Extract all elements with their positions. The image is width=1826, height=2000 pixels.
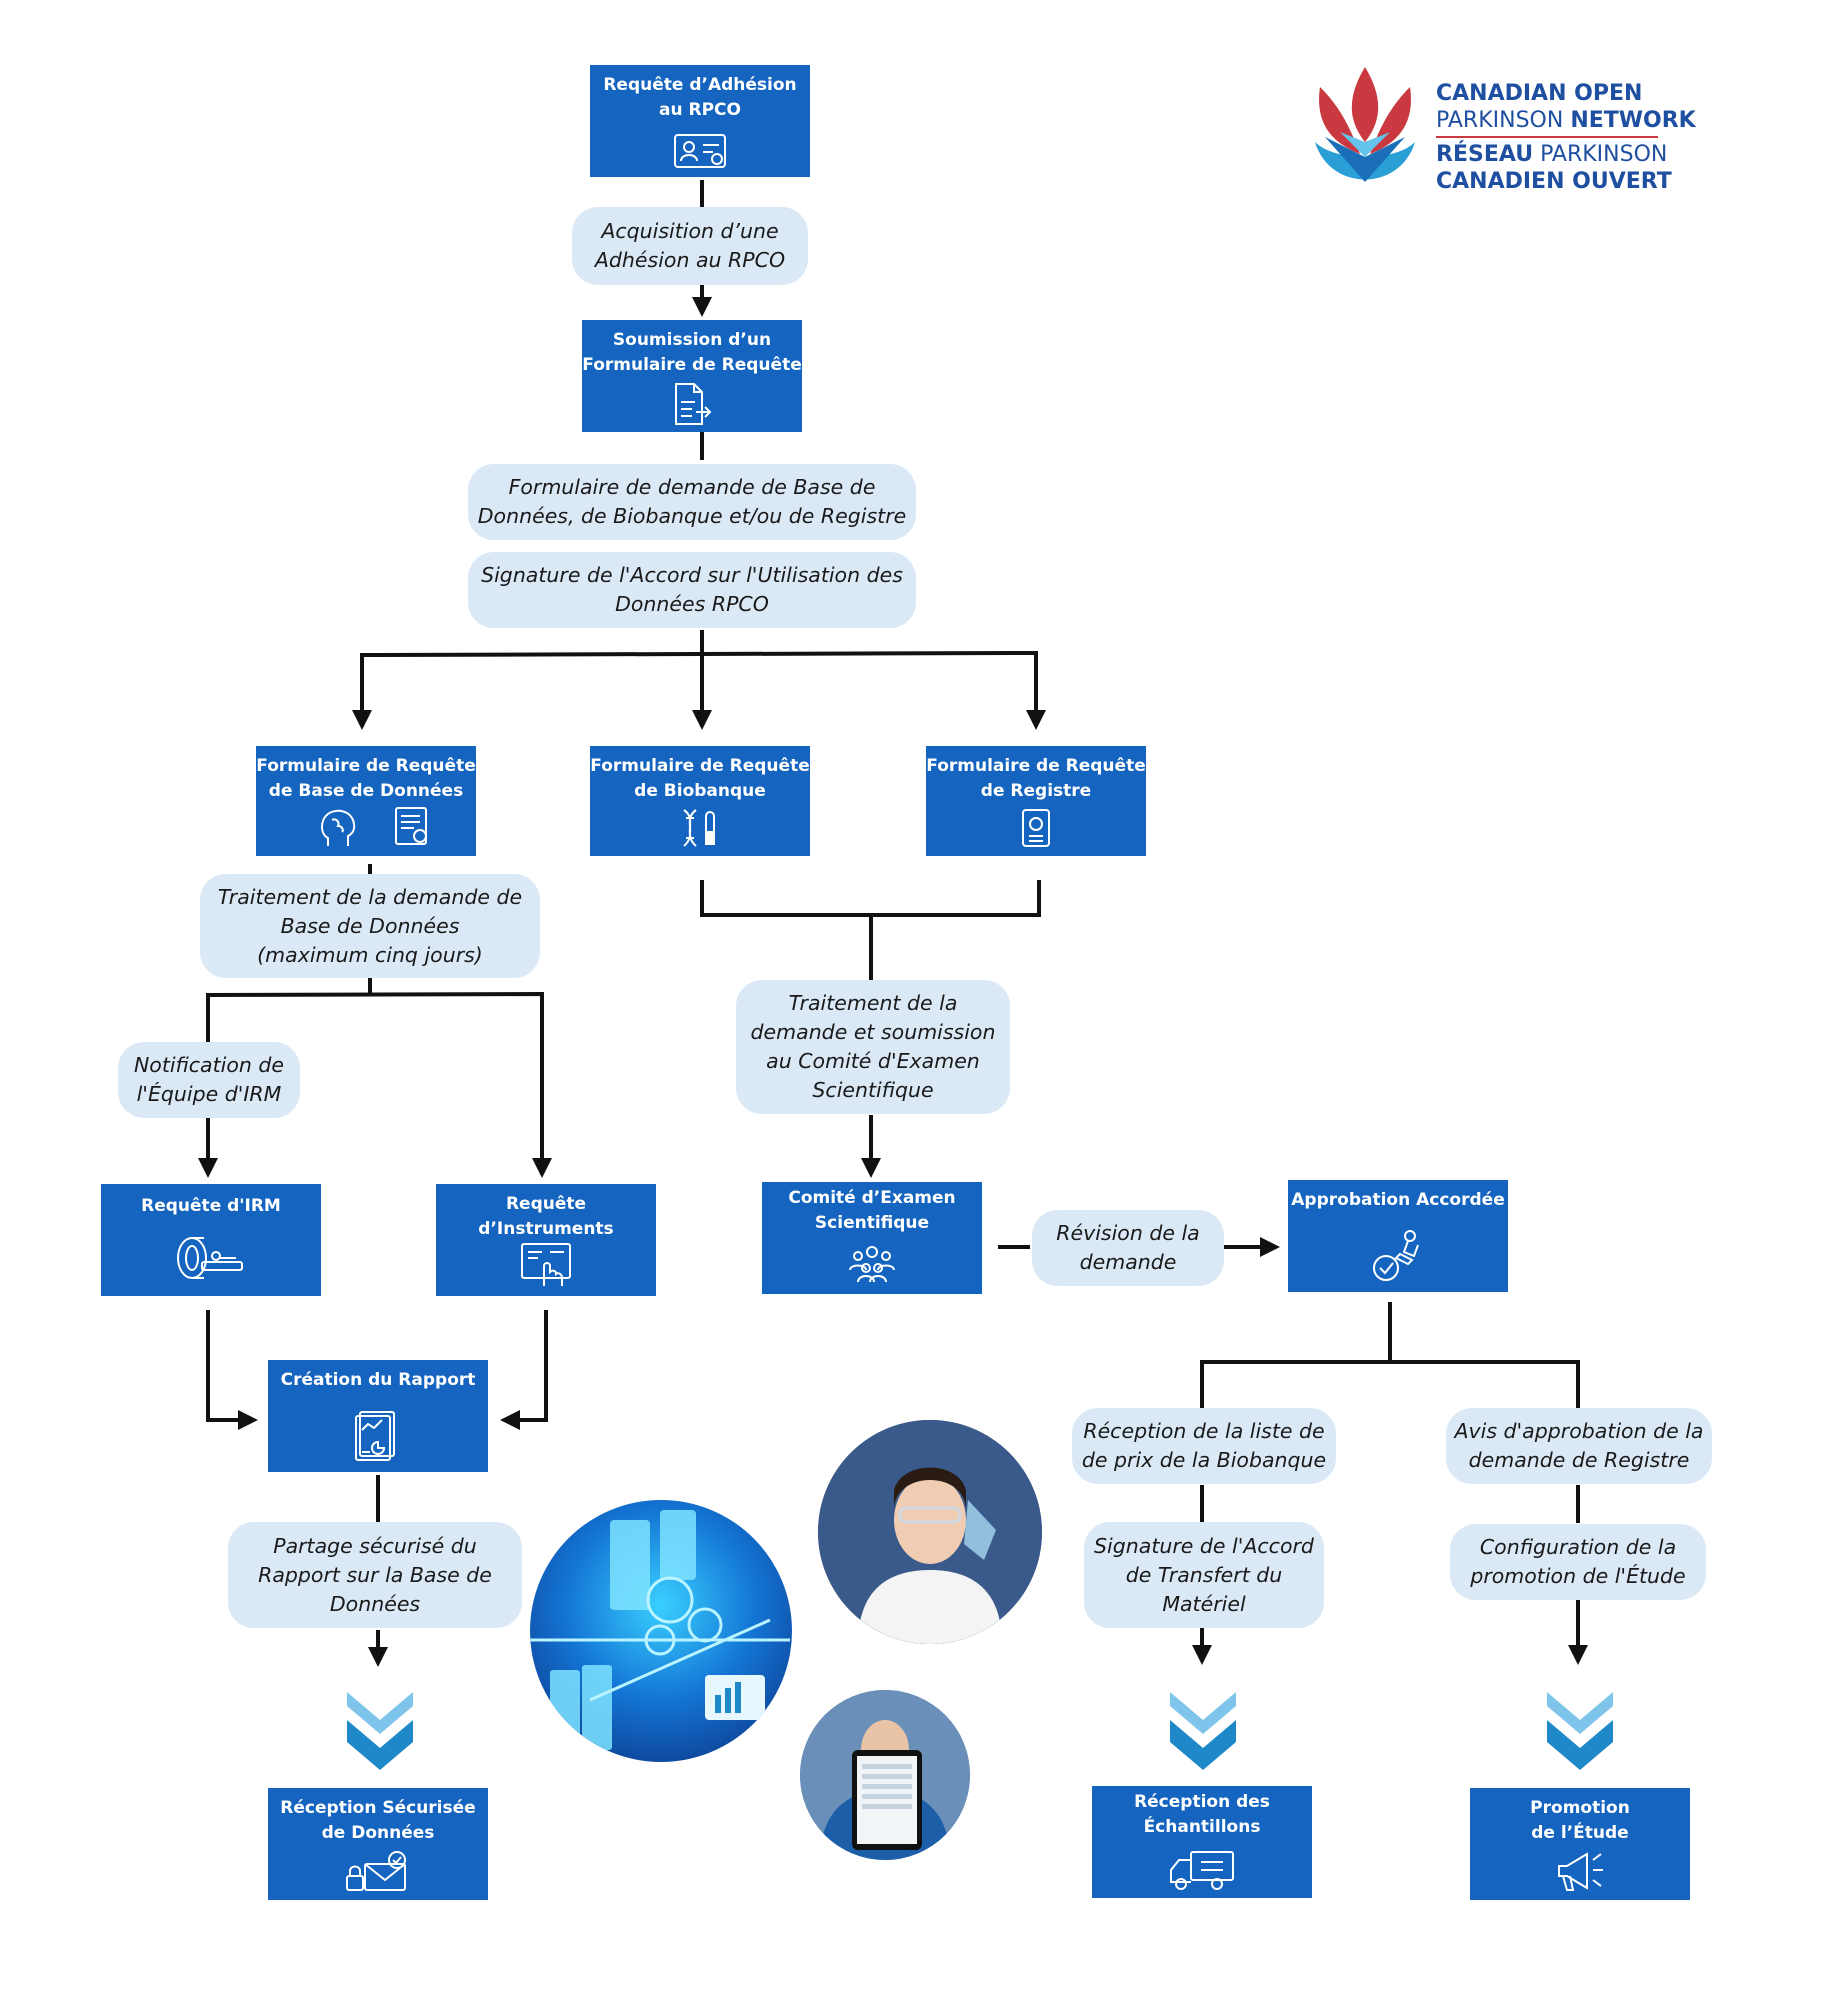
pill-configuration: Configuration de la promotion de l'Étude xyxy=(1450,1524,1706,1600)
elbow-arrow xyxy=(500,1310,548,1430)
document-arrow-icon xyxy=(675,383,712,425)
box-comite: Comité d’Examen Scientifique xyxy=(762,1182,982,1294)
id-card-icon xyxy=(674,134,726,168)
box-biobanque: Formulaire de Requête de Biobanque xyxy=(590,746,810,856)
pill-notification-irm: Notification de l'Équipe d'IRM xyxy=(118,1042,300,1118)
box-soumission: Soumission d’un Formulaire de Requête xyxy=(582,320,802,432)
box-reception-echantillons: Réception des Échantillons xyxy=(1092,1786,1312,1898)
database-illustration xyxy=(530,1500,792,1762)
logo-line3b: PARKINSON xyxy=(1540,142,1668,167)
box-instruments: Requête d’Instruments xyxy=(436,1184,656,1296)
megaphone-icon xyxy=(1558,1852,1603,1891)
pill-signature-transfert: Signature de l'Accord de Transfert du Ma… xyxy=(1084,1522,1324,1628)
document-icon xyxy=(395,807,427,845)
logo-lotus-icon xyxy=(1315,67,1415,182)
box-irm: Requête d'IRM xyxy=(101,1184,321,1296)
brain-icon xyxy=(321,809,356,846)
chevron-down-icon xyxy=(347,1692,413,1770)
pill-avis-registre: Avis d'approbation de la demande de Regi… xyxy=(1446,1408,1712,1484)
branch-connector xyxy=(360,650,1046,730)
pill-traitement-bd: Traitement de la demande de Base de Donn… xyxy=(200,874,540,978)
chevron-down-icon xyxy=(1170,1692,1236,1770)
logo-line4: CANADIEN OUVERT xyxy=(1436,169,1672,194)
logo-line1: CANADIAN OPEN xyxy=(1436,81,1643,106)
pill-revision: Révision de la demande xyxy=(1032,1210,1224,1286)
pill-traitement-comite: Traitement de la demande et soumission a… xyxy=(736,980,1010,1114)
delivery-truck-icon xyxy=(1170,1851,1234,1890)
pill-formulaire-demande: Formulaire de demande de Base de Données… xyxy=(468,464,916,540)
box-rapport: Création du Rapport xyxy=(268,1360,488,1472)
box-adhesion: Requête d’Adhésion au RPCO xyxy=(590,65,810,177)
pill-liste-prix: Réception de la liste de de prix de la B… xyxy=(1072,1408,1336,1484)
mri-scanner-icon xyxy=(177,1237,243,1279)
pill-acquisition: Acquisition d’une Adhésion au RPCO xyxy=(572,207,808,285)
stamp-icon xyxy=(1373,1230,1419,1281)
logo-line2b: NETWORK xyxy=(1570,108,1696,133)
box-bd: Formulaire de Requête de Base de Données xyxy=(256,746,476,856)
team-icon xyxy=(849,1246,895,1283)
elbow-arrow xyxy=(206,1310,258,1430)
box-approbation: Approbation Accordée xyxy=(1288,1180,1508,1292)
box-registre: Formulaire de Requête de Registre xyxy=(926,746,1146,856)
logo-line3a: RÉSEAU xyxy=(1436,142,1534,167)
logo-divider xyxy=(1436,136,1658,138)
pill-signature-accord: Signature de l'Accord sur l'Utilisation … xyxy=(468,552,916,628)
doctor-tablet-photo xyxy=(800,1690,970,1860)
chevron-down-icon xyxy=(1547,1692,1613,1770)
box-promotion: Promotion de l’Étude xyxy=(1470,1788,1690,1900)
report-chart-icon xyxy=(355,1411,395,1461)
touch-screen-icon xyxy=(521,1243,571,1286)
pill-partage: Partage sécurisé du Rapport sur la Base … xyxy=(228,1522,522,1628)
join-connector xyxy=(700,880,1041,917)
logo-line2a: PARKINSON xyxy=(1436,108,1564,133)
dna-tube-icon xyxy=(683,809,715,847)
logo-wordmark: CANADIAN OPEN PARKINSON NETWORK RÉSEAU P… xyxy=(1436,80,1696,195)
box-reception-donnees: Réception Sécurisée de Données xyxy=(268,1788,488,1900)
registry-card-icon xyxy=(1022,809,1050,847)
scientist-photo xyxy=(818,1420,1042,1644)
branch-connector xyxy=(1200,1360,1580,1410)
secure-mail-icon xyxy=(346,1851,406,1891)
